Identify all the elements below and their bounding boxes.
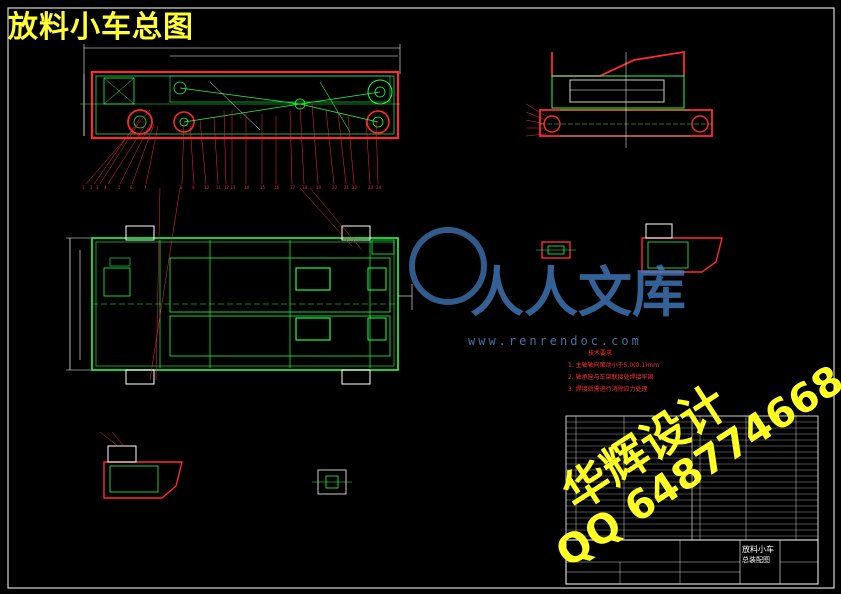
- drawing-title: 放料小车总图: [8, 10, 194, 45]
- site-logo-watermark: 人人文库: [470, 261, 686, 324]
- svg-text:3: 3: [96, 185, 99, 190]
- svg-text:9: 9: [192, 185, 195, 190]
- plan-view: [66, 187, 413, 385]
- title-block-name: 放料小车: [742, 545, 774, 554]
- svg-text:19: 19: [316, 185, 322, 190]
- site-logo-ring-icon: [409, 227, 487, 305]
- svg-text:2: 2: [90, 185, 93, 190]
- svg-text:21: 21: [344, 185, 350, 190]
- svg-text:23: 23: [368, 185, 374, 190]
- side-view: [525, 50, 713, 148]
- svg-text:5: 5: [118, 185, 121, 190]
- detail-view-a: [536, 241, 576, 259]
- svg-text:15: 15: [260, 185, 266, 190]
- drawing-frame: [7, 7, 835, 589]
- svg-text:22: 22: [352, 185, 358, 190]
- technical-requirements: 技术要求 1. 主轴轴向窜动小于5.0(0.1)mm 2. 轴承座与车架联接处焊…: [568, 348, 659, 396]
- site-url-watermark: www.renrendoc.com: [468, 334, 642, 348]
- technical-requirement-item: 2. 轴承座与车架联接处焊接牢固: [568, 374, 654, 381]
- technical-requirement-item: 3. 焊接后需进行消除应力处理: [568, 386, 648, 393]
- title-block-subtitle: 总装配图: [742, 556, 770, 564]
- detail-view-b: [641, 223, 723, 273]
- technical-requirements-heading: 技术要求: [588, 350, 613, 357]
- svg-text:12: 12: [224, 185, 230, 190]
- svg-text:20: 20: [332, 185, 338, 190]
- svg-text:8: 8: [180, 185, 183, 190]
- section-view-c: [99, 431, 183, 499]
- svg-text:10: 10: [204, 185, 210, 190]
- svg-text:11: 11: [216, 185, 222, 190]
- svg-text:4: 4: [104, 185, 107, 190]
- title-block: [565, 539, 819, 585]
- svg-text:7: 7: [144, 185, 147, 190]
- front-elevation-view: [80, 44, 401, 185]
- technical-requirement-item: 1. 主轴轴向窜动小于5.0(0.1)mm: [568, 362, 660, 369]
- svg-text:13: 13: [230, 185, 236, 190]
- svg-text:6: 6: [130, 185, 133, 190]
- svg-text:1: 1: [82, 185, 85, 190]
- svg-text:16: 16: [274, 185, 280, 190]
- svg-text:14: 14: [244, 185, 250, 190]
- svg-text:18: 18: [302, 185, 308, 190]
- svg-text:17: 17: [290, 185, 296, 190]
- svg-text:24: 24: [376, 185, 382, 190]
- section-view-d: [312, 469, 352, 495]
